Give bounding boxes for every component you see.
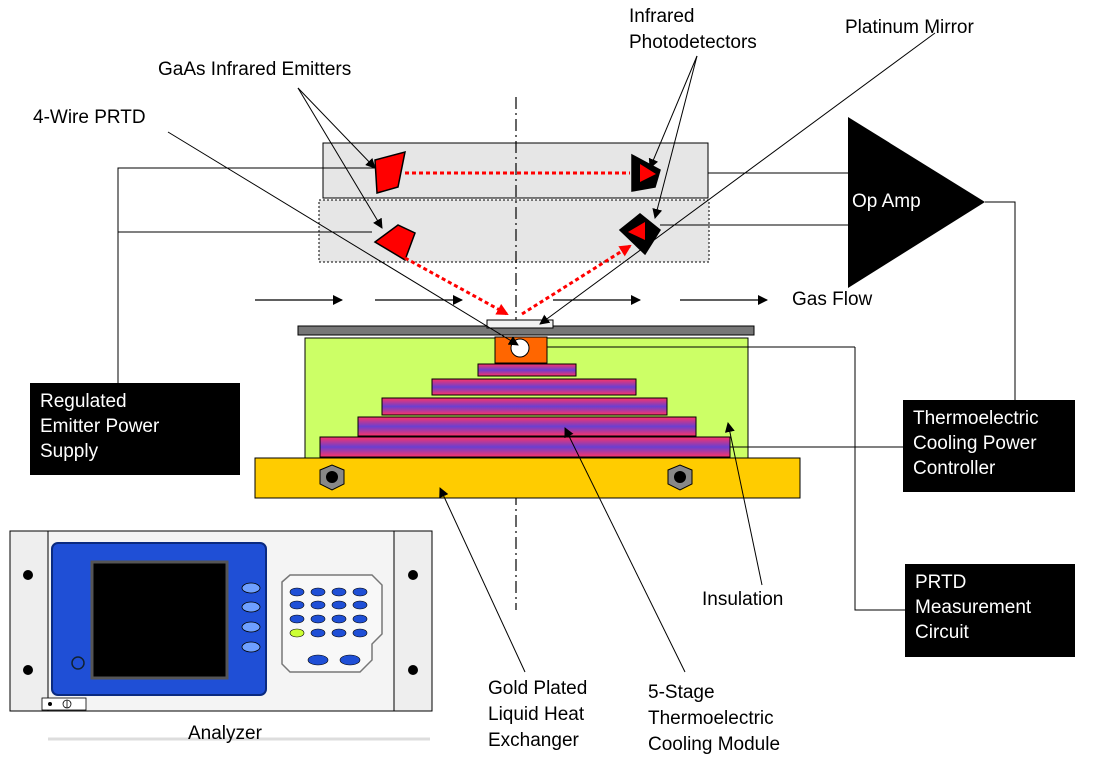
te-stage-2: [431, 378, 637, 396]
label-gold-heat-exchanger-line1: Gold Plated: [488, 678, 588, 699]
leader-emitters-upper: [297, 87, 376, 169]
te-stage-1: [477, 363, 577, 377]
leader-emitters-lower: [297, 87, 383, 229]
hex-nut-left-icon: [319, 464, 345, 491]
label-analyzer: Analyzer: [188, 723, 262, 744]
label-gold-heat-exchanger-line3: Exchanger: [488, 730, 579, 751]
leader-cooling-module: [564, 427, 686, 673]
emitter-power-supply-line2: Emitter Power: [40, 416, 160, 437]
prtd-measurement-circuit-box: PRTD Measurement Circuit: [905, 564, 1075, 657]
emitter-power-wire-upper: [117, 167, 375, 383]
label-platinum-mirror: Platinum Mirror: [845, 17, 974, 38]
label-ir-photodetectors-line2: Photodetectors: [629, 32, 757, 53]
prtd-circuit-wire: [854, 347, 905, 611]
cooling-power-controller-line2: Cooling Power: [913, 433, 1037, 454]
label-op-amp: Op Amp: [852, 191, 921, 212]
label-gaas-emitters: GaAs Infrared Emitters: [158, 59, 352, 80]
te-stage-4: [357, 416, 697, 437]
label-gold-heat-exchanger-line2: Liquid Heat: [488, 704, 585, 725]
gold-heat-exchanger: [254, 457, 801, 499]
incident-beam: [404, 256, 509, 316]
leader-detectors-upper: [648, 55, 698, 169]
emitter-power-supply-box: Regulated Emitter Power Supply: [30, 383, 240, 475]
leader-platinum-mirror: [539, 32, 936, 325]
label-insulation: Insulation: [702, 589, 784, 610]
label-gas-flow: Gas Flow: [792, 289, 873, 310]
label-gold-heat-exchanger: Gold Plated Liquid Heat Exchanger: [488, 676, 587, 754]
prtd-sensor-icon: [510, 338, 530, 358]
label-ir-photodetectors: Infrared Photodetectors: [629, 4, 757, 56]
leader-detectors-lower: [652, 55, 698, 219]
lower-ir-emitter-icon: [373, 224, 416, 262]
op-amp-triangle: [848, 117, 985, 288]
prtd-measurement-circuit-line1: PRTD: [915, 572, 967, 593]
analyzer-unit: [9, 530, 433, 741]
label-ir-photodetectors-line1: Infrared: [629, 6, 695, 27]
leader-insulation: [724, 422, 763, 586]
prtd-measurement-circuit-line2: Measurement: [915, 597, 1032, 618]
te-stage-5: [319, 436, 731, 458]
label-cooling-module: 5-Stage Thermoelectric Cooling Module: [648, 680, 780, 758]
prtd-measurement-circuit-line3: Circuit: [915, 622, 969, 643]
upper-ir-emitter-icon: [374, 150, 406, 194]
lower-photodetector-window: [628, 222, 645, 240]
opamp-output-wire: [985, 201, 1016, 400]
leader-prtd: [167, 131, 519, 346]
label-cooling-module-line2: Thermoelectric: [648, 708, 774, 729]
emitter-power-supply-line1: Regulated: [40, 391, 127, 412]
cooling-power-controller-box: Thermoelectric Cooling Power Controller: [903, 400, 1075, 492]
hex-nut-right-icon: [667, 464, 693, 491]
te-stage-3: [381, 397, 668, 416]
emitter-power-supply-line3: Supply: [40, 441, 99, 462]
leader-heat-exchanger: [439, 487, 526, 673]
label-cooling-module-line3: Cooling Module: [648, 734, 781, 755]
analyzer-screen: [90, 560, 229, 680]
platinum-mirror: [486, 319, 554, 329]
cooling-power-controller-line1: Thermoelectric: [913, 408, 1039, 429]
upper-photodetector-window: [640, 164, 656, 182]
keypad-panel: [281, 574, 383, 673]
keypad-buttons: [289, 587, 368, 666]
label-cooling-module-line1: 5-Stage: [648, 682, 715, 703]
label-4-wire-prtd: 4-Wire PRTD: [33, 107, 146, 128]
cooling-power-controller-line3: Controller: [913, 458, 996, 479]
reflected-beam: [521, 244, 632, 316]
